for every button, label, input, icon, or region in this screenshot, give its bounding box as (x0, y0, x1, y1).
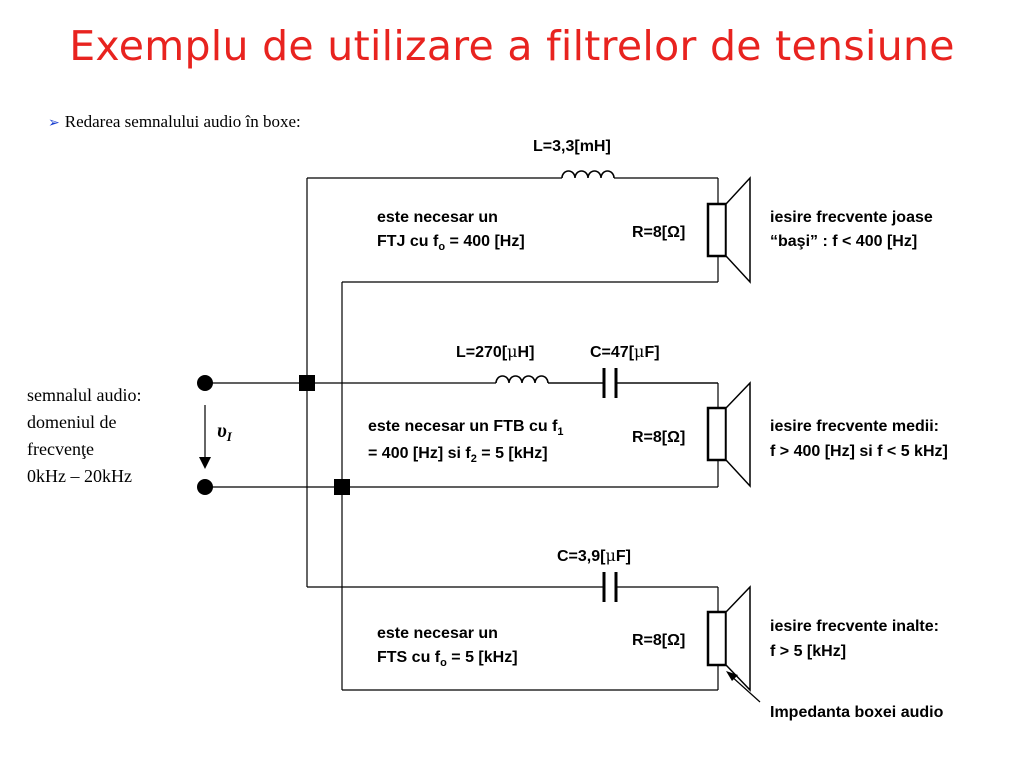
capacitor-high-label: C=3,9[μF] (557, 546, 631, 565)
resistor-high-icon (706, 610, 728, 667)
impedance-annotation: Impedanta boxei audio (770, 704, 944, 721)
mid-output-line2: f > 400 [Hz] si f < 5 kHz] (770, 443, 948, 460)
input-terminal-bottom-icon (197, 479, 213, 495)
speaker-low-icon (725, 176, 751, 284)
right-arrow-bullet-icon: ➢ (48, 116, 60, 131)
low-note-line1: este necesar un (377, 209, 498, 226)
input-terminal-top-icon (197, 375, 213, 391)
capacitor-mid-icon (548, 368, 718, 398)
speaker-mid-icon (725, 381, 751, 488)
inductor-mid-icon (495, 375, 549, 384)
high-output-line1: iesire frecvente inalte: (770, 618, 939, 635)
resistor-low-label: R=8[Ω] (632, 224, 685, 241)
resistor-high-label: R=8[Ω] (632, 632, 685, 649)
speaker-high-icon (725, 585, 751, 692)
voltage-arrow-icon (199, 405, 211, 469)
resistor-mid-icon (706, 406, 728, 462)
low-note-line2: FTJ cu fo = 400 [Hz] (377, 233, 525, 253)
inductor-mid-label: L=270[μH] (456, 342, 534, 361)
circuit-wires (205, 177, 719, 691)
high-output-line2: f > 5 [kHz] (770, 643, 846, 660)
mid-output-line1: iesire frecvente medii: (770, 418, 939, 435)
mid-note-line1: este necesar un FTB cu f1 (368, 418, 564, 438)
voltage-symbol: υI (217, 420, 233, 444)
source-label-line4: 0kHz – 20kHz (27, 466, 132, 486)
bullet-text: Redarea semnalului audio în boxe: (64, 112, 301, 131)
inductor-low-icon (561, 170, 615, 179)
source-label-line3: frecvenţe (27, 439, 94, 459)
resistor-mid-label: R=8[Ω] (632, 429, 685, 446)
resistor-low-icon (706, 202, 728, 258)
bullet-item: ➢ Redarea semnalului audio în boxe: (48, 112, 301, 132)
page-title: Exemplu de utilizare a filtrelor de tens… (69, 22, 955, 70)
source-label-line2: domeniul de (27, 412, 116, 432)
low-output-line2: “başi” : f < 400 [Hz] (770, 233, 917, 250)
junction-bottom-icon (334, 479, 350, 495)
capacitor-mid-label: C=47[μF] (590, 342, 660, 361)
high-note-line2: FTS cu fo = 5 [kHz] (377, 649, 518, 669)
source-label-line1: semnalul audio: (27, 385, 141, 405)
capacitor-high-icon (602, 572, 618, 602)
low-output-line1: iesire frecvente joase (770, 209, 933, 226)
mid-note-line2: = 400 [Hz] si f2 = 5 [kHz] (368, 445, 548, 465)
inductor-low-label: L=3,3[mH] (533, 138, 611, 155)
high-note-line1: este necesar un (377, 625, 498, 642)
junction-top-icon (299, 375, 315, 391)
impedance-pointer-icon (726, 671, 761, 703)
